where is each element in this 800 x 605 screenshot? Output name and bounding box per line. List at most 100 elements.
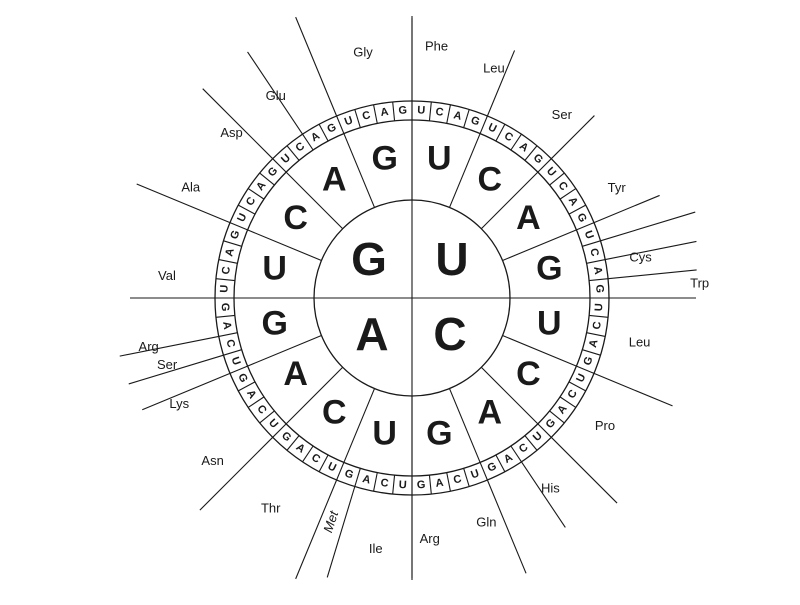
- outer-ring-letter: G: [235, 372, 250, 385]
- outer-ring-letter: G: [593, 284, 605, 293]
- outer-ring-letter: C: [361, 109, 372, 123]
- outer-ring-letter: G: [469, 114, 481, 128]
- outer-ring-letter: A: [223, 247, 237, 258]
- middle-ring-divider: [502, 334, 577, 367]
- middle-ring-divider: [285, 366, 344, 425]
- inner-letter-top-left: G: [351, 233, 387, 285]
- middle-ring-divider: [343, 388, 376, 463]
- outer-ring-letter: G: [486, 460, 499, 475]
- amino-acid-label-glu: Glu: [266, 88, 286, 103]
- middle-ring-letter: A: [322, 161, 347, 199]
- outer-ring-cell-divider: [446, 472, 451, 492]
- outer-ring-letter: A: [452, 109, 463, 123]
- outer-ring-cell-divider: [336, 462, 345, 481]
- outer-ring-cell-divider: [218, 259, 238, 264]
- outer-ring-cell-divider: [495, 454, 506, 472]
- outer-ring-cell-divider: [272, 158, 287, 173]
- outer-ring-cell-divider: [286, 145, 300, 161]
- inner-letter-top-right: U: [435, 233, 468, 285]
- amino-acid-label-arg: Arg: [139, 339, 159, 354]
- middle-ring-divider: [502, 229, 577, 262]
- amino-acid-label-pro: Pro: [595, 418, 615, 433]
- amino-acid-sector-line: [486, 479, 527, 574]
- amino-acid-label-asp: Asp: [220, 125, 242, 140]
- amino-acid-sector-line: [593, 372, 673, 407]
- middle-ring-letter: C: [322, 393, 347, 431]
- outer-ring-cell-divider: [318, 454, 329, 472]
- outer-ring-letter: C: [452, 473, 463, 487]
- outer-ring-letter: A: [435, 477, 445, 490]
- outer-ring-cell-divider: [428, 475, 432, 495]
- outer-ring-cell-divider: [373, 472, 378, 492]
- amino-acid-label-gly: Gly: [353, 44, 373, 59]
- outer-ring-letter: C: [223, 338, 237, 349]
- outer-ring-letter: C: [517, 441, 531, 455]
- outer-ring-cell-divider: [229, 365, 248, 374]
- outer-ring-letter: U: [582, 229, 596, 241]
- outer-ring-letter: A: [254, 179, 268, 193]
- middle-ring-letter: C: [516, 355, 541, 393]
- outer-ring-letter: U: [399, 479, 408, 491]
- amino-acid-sector-line: [136, 183, 231, 224]
- amino-acid-label-phe: Phe: [425, 39, 448, 54]
- middle-ring-letter: U: [262, 250, 287, 288]
- outer-ring-letter: G: [544, 417, 559, 431]
- amino-acid-label-tyr: Tyr: [608, 180, 627, 195]
- outer-ring-cell-divider: [392, 101, 396, 121]
- amino-acid-label-gln: Gln: [476, 514, 496, 529]
- outer-ring-cell-divider: [586, 332, 606, 337]
- inner-ring-letters: G U A C: [351, 233, 469, 360]
- outer-ring-cell-divider: [272, 423, 287, 438]
- middle-ring-divider: [247, 334, 322, 367]
- amino-acid-sector-line: [486, 50, 516, 117]
- middle-ring-letter: G: [371, 140, 397, 178]
- amino-acid-label-ile: Ile: [369, 541, 383, 556]
- outer-ring-cell-divider: [589, 278, 609, 282]
- outer-ring-letter: U: [279, 152, 293, 166]
- outer-ring-cell-divider: [247, 188, 265, 200]
- outer-ring-cell-divider: [247, 396, 265, 408]
- outer-ring-letter: A: [517, 140, 531, 154]
- outer-ring-cell-divider: [576, 365, 595, 374]
- outer-ring-cell-divider: [446, 104, 451, 124]
- outer-ring-cell-divider: [286, 435, 300, 451]
- outer-ring-letter: A: [555, 403, 569, 417]
- amino-acid-label-lys: Lys: [169, 396, 189, 411]
- amino-acid-sector-line: [607, 269, 697, 280]
- outer-ring-cell-divider: [428, 101, 432, 121]
- outer-ring-cell-divider: [463, 468, 470, 487]
- middle-ring-divider: [285, 171, 344, 230]
- outer-ring-cell-divider: [582, 349, 601, 356]
- outer-ring-letter: C: [293, 140, 307, 154]
- amino-acid-label-val: Val: [158, 268, 176, 283]
- outer-ring-cell-divider: [549, 410, 565, 424]
- outer-ring-cell-divider: [479, 462, 488, 481]
- outer-ring-cell-divider: [568, 381, 586, 392]
- outer-ring-letter: U: [266, 417, 280, 431]
- outer-ring-letter: G: [417, 479, 426, 491]
- outer-ring-cell-divider: [568, 204, 586, 215]
- amino-acid-label-ser: Ser: [157, 357, 178, 372]
- outer-ring-letter: G: [325, 121, 338, 136]
- outer-ring-cell-divider: [510, 445, 522, 463]
- outer-ring-cell-divider: [218, 332, 238, 337]
- outer-ring-letter: C: [566, 388, 580, 401]
- outer-ring-cell-divider: [238, 381, 256, 392]
- outer-ring-letter: G: [581, 355, 595, 367]
- outer-circle: [214, 100, 610, 496]
- outer-ring-letter: C: [587, 247, 601, 258]
- outer-ring-cell-divider: [336, 115, 345, 134]
- amino-acid-label-thr: Thr: [261, 501, 281, 516]
- outer-ring-cell-divider: [586, 259, 606, 264]
- outer-ring-cell-divider: [582, 240, 601, 247]
- amino-acid-sector-line: [550, 436, 618, 504]
- outer-ring-letter: A: [566, 195, 580, 208]
- outer-ring-letter: G: [343, 467, 355, 481]
- amino-acid-sector-line: [128, 354, 224, 385]
- middle-ring-letter: G: [426, 414, 452, 452]
- outer-ring-letter: A: [591, 266, 604, 276]
- outer-ring-letter: A: [587, 338, 601, 349]
- outer-ring-cell-divider: [559, 188, 577, 200]
